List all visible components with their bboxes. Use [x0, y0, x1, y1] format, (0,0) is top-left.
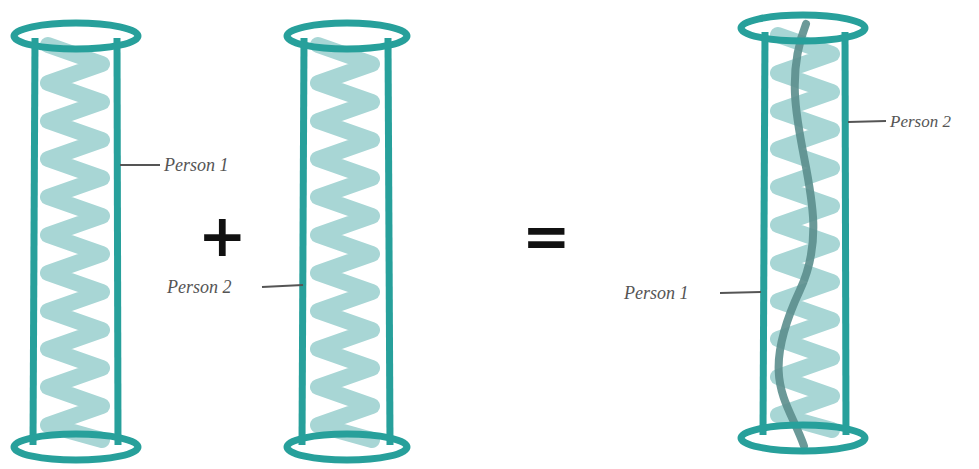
tube	[741, 15, 865, 451]
tube	[14, 23, 138, 460]
operator-symbol: +	[198, 207, 247, 265]
tube	[287, 23, 407, 460]
leader-line	[120, 121, 886, 293]
part-label: Person 2	[890, 113, 951, 130]
part-label: Person 2	[167, 278, 232, 296]
part-label: Person 1	[164, 156, 229, 174]
part-label: Person 1	[624, 284, 689, 302]
operator-symbol: =	[522, 207, 571, 265]
